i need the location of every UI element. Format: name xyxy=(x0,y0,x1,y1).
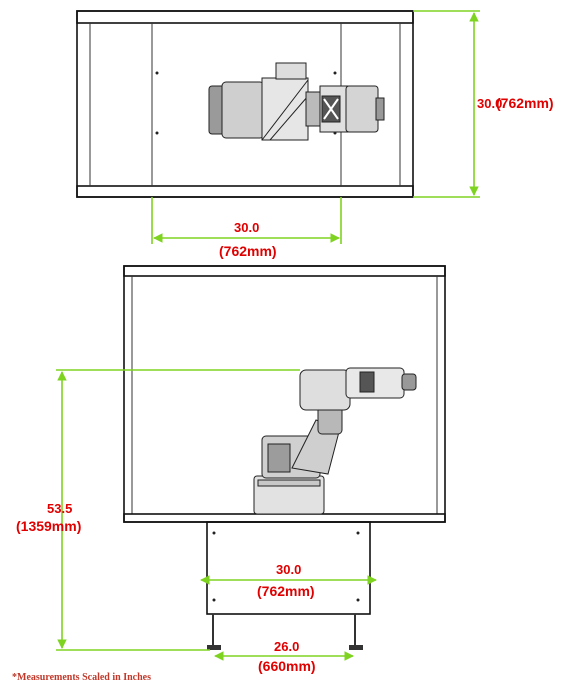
stand-width-value: 30.0 xyxy=(276,562,301,577)
stand-width-metric: (762mm) xyxy=(257,583,315,599)
top-width-metric: (762mm) xyxy=(219,243,277,259)
top-depth-metric: (762mm) xyxy=(496,95,554,111)
top-view: 30.0 (762mm) 30.0 (762mm) xyxy=(76,10,554,259)
stand xyxy=(206,521,371,650)
measurement-note: *Measurements Scaled in Inches xyxy=(12,672,151,683)
top-width-value: 30.0 xyxy=(234,220,259,235)
top-depth-dimension xyxy=(413,10,480,198)
front-height-metric: (1359mm) xyxy=(16,518,81,534)
robot-arm-front-view xyxy=(253,367,417,515)
top-view-frame xyxy=(76,10,414,198)
top-depth-value: 30.0 xyxy=(477,96,502,111)
top-width-dimension xyxy=(151,197,342,244)
feet-width-metric: (660mm) xyxy=(258,658,316,674)
front-view: 53.5 (1359mm) 30.0 (762mm) 26.0 (660mm) xyxy=(16,265,446,674)
robot-arm-top-view xyxy=(208,62,385,141)
front-height-value: 53.5 xyxy=(47,501,72,516)
feet-width-value: 26.0 xyxy=(274,639,299,654)
front-height-dimension xyxy=(56,369,300,651)
